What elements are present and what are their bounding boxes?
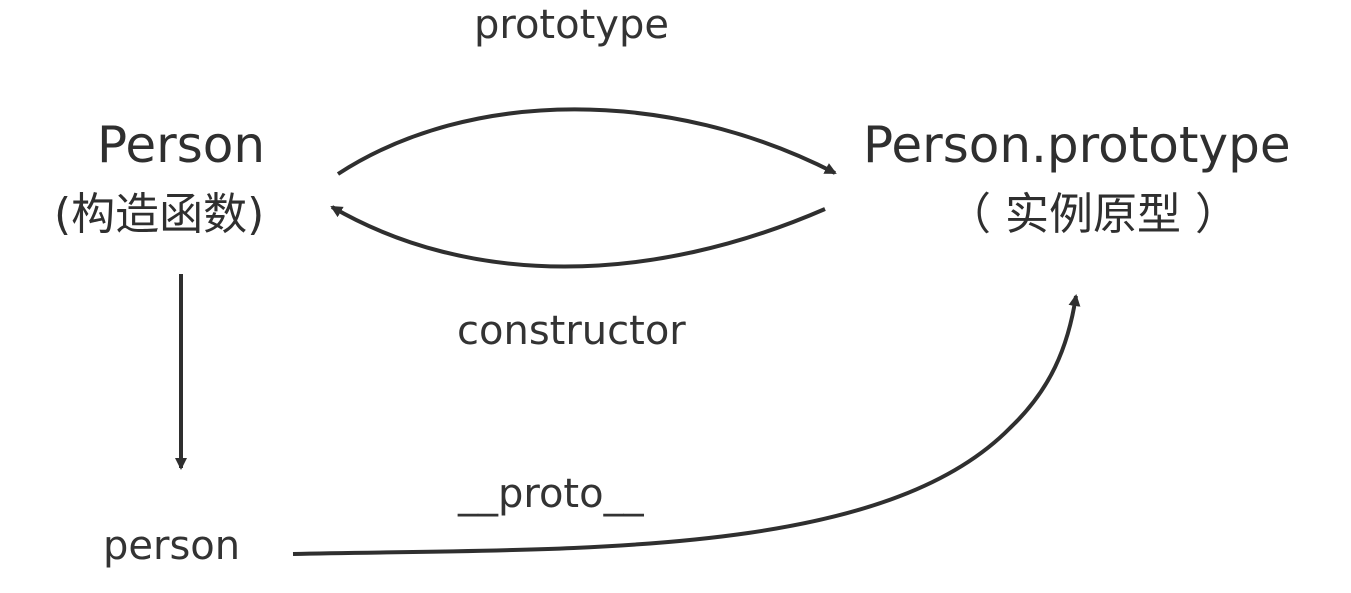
person-constructor-title: Person: [97, 116, 266, 174]
constructor-label: constructor: [457, 308, 686, 354]
person-instance-label: person: [103, 523, 241, 569]
prototype-label: prototype: [474, 2, 669, 48]
proto-arrow: [292, 294, 1081, 556]
proto-label: __proto__: [458, 471, 644, 517]
person-prototype-title: Person.prototype: [863, 116, 1291, 174]
person-prototype-subtitle: （ 实例原型 ）: [947, 189, 1239, 240]
person-constructor-subtitle: (构造函数): [54, 189, 265, 240]
prototype-arrow: [336, 107, 837, 176]
constructor-arrow: [330, 205, 826, 269]
